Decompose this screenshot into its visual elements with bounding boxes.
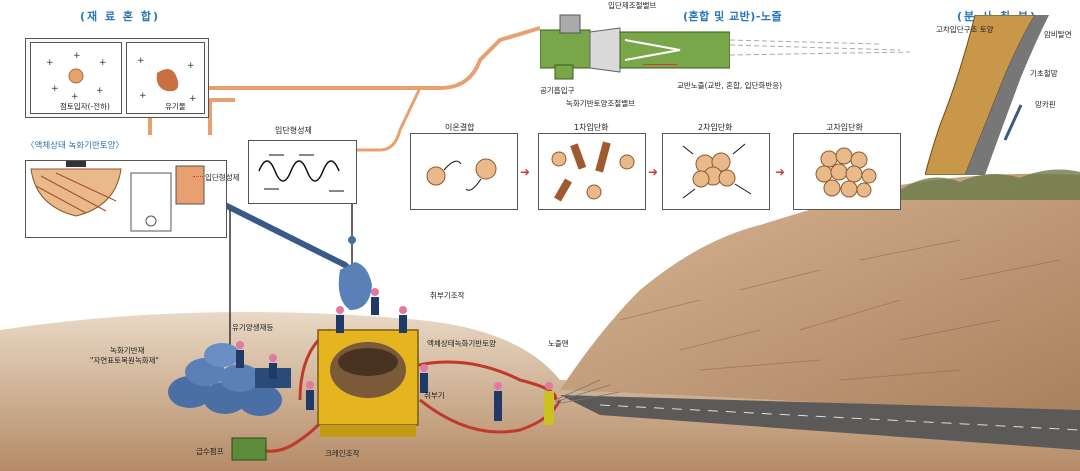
stage-4-label: 고차입단화 — [826, 123, 863, 132]
slope-net-label: 기초철망 — [1030, 69, 1058, 78]
stage-higher-order — [793, 133, 901, 210]
anchor-pin — [1003, 104, 1023, 141]
hose-to-nozzle — [28, 26, 541, 90]
svg-text:+: + — [137, 56, 145, 66]
road-line — [599, 404, 1080, 431]
stage-primary — [538, 133, 646, 210]
soil-valve-label: 녹화기반토양조절밸브 — [566, 99, 635, 108]
liquid-soil-title: 〈액체상태 녹화기반토양〉 — [26, 141, 124, 151]
nozzle-action-pointer — [643, 64, 677, 65]
svg-text:+: + — [187, 61, 195, 71]
slope-cross-section — [925, 15, 1075, 175]
title-material-mixing: (재 료 혼 합) — [80, 10, 161, 23]
sprayer-machine — [317, 329, 419, 437]
ground — [0, 312, 1080, 471]
svg-text:+: + — [71, 92, 79, 102]
greening-material-label: 녹화기반재 — [110, 346, 145, 355]
slope-anchor-label: 앙카핀 — [1035, 100, 1056, 109]
water-pump-shape — [231, 437, 267, 461]
title-mixing-agitating: (혼합 및 교반)-노즐 — [683, 10, 783, 23]
agent-box-title: 입단형성제 — [275, 126, 312, 135]
svg-text:+: + — [96, 86, 104, 96]
arrow-3: ➜ — [775, 165, 786, 179]
crane-operation-label: 크레인조작 — [325, 449, 360, 458]
agent-box — [248, 140, 357, 204]
organic-fertilizer-label: 유기양생재등 — [232, 323, 274, 332]
slope-texture — [619, 239, 1061, 381]
greening-bags — [168, 343, 282, 416]
nozzle-man-label: 노즐맨 — [548, 339, 569, 348]
clay-particle — [68, 68, 84, 84]
greening-material-name: "자연표토복원녹화제" — [90, 356, 159, 365]
stage-3-label: 2차입단화 — [698, 123, 733, 132]
agent-valve-label: 입단제조절밸브 — [608, 1, 657, 10]
stage-secondary — [662, 133, 770, 210]
svg-text:+: + — [139, 91, 147, 101]
svg-text:+: + — [46, 58, 54, 68]
stage-ion-bonding — [410, 133, 518, 210]
clay-particle-label: 점토입자(-전하) — [60, 102, 110, 111]
water-pump-label: 급수펌프 — [196, 447, 224, 456]
agent-container — [175, 165, 205, 205]
road — [560, 395, 1080, 450]
tank-soil — [30, 168, 122, 217]
workers — [236, 288, 554, 425]
nozzle-action-label: 교반노즐(교반, 혼합, 입단화반응) — [677, 81, 783, 90]
organic-box: + + + + — [126, 42, 205, 114]
hose-to-agent — [330, 87, 422, 152]
soil-valve — [554, 64, 574, 80]
crane-hook — [348, 236, 356, 244]
tree-line — [900, 169, 1080, 200]
nozzle-diagram — [540, 10, 730, 80]
nozzle-spray — [729, 39, 911, 56]
arrow-2: ➜ — [648, 165, 659, 179]
agent-valve — [559, 14, 581, 34]
slope-rock-label: 암비탈면 — [1044, 30, 1072, 39]
organic-matter — [156, 69, 179, 92]
stage-1-label: 이온결합 — [445, 123, 475, 132]
organic-label: 유기물 — [165, 102, 186, 111]
svg-text:+: + — [51, 84, 59, 94]
rock-slope — [560, 173, 1080, 420]
crane-boom — [223, 202, 353, 273]
agent-arrow — [193, 176, 203, 177]
hanging-bag — [338, 262, 372, 310]
arrow-1: ➜ — [520, 165, 531, 179]
mixing-tank — [25, 160, 227, 238]
slope-rock-layer — [965, 15, 1049, 175]
liquid-soil-field-label: 액체상태녹화기반토양 — [427, 339, 496, 348]
spray-operator-label: 취부기조작 — [430, 291, 465, 300]
stage-2-label: 1차입단화 — [574, 123, 609, 132]
air-inlet-label: 공기흡입구 — [540, 86, 575, 95]
svg-text:+: + — [189, 94, 197, 104]
svg-text:+: + — [73, 51, 81, 61]
soil-particle-box: + + + + + + — [30, 42, 122, 114]
nozzle-body — [540, 29, 591, 69]
slope-soil-label: 고차입단구조 토양 — [936, 25, 994, 34]
tank-agent-label: 입단형성제 — [205, 173, 240, 182]
svg-text:+: + — [99, 58, 107, 68]
sprayer-label: 취부기 — [424, 391, 445, 400]
spray-stream — [554, 379, 621, 405]
